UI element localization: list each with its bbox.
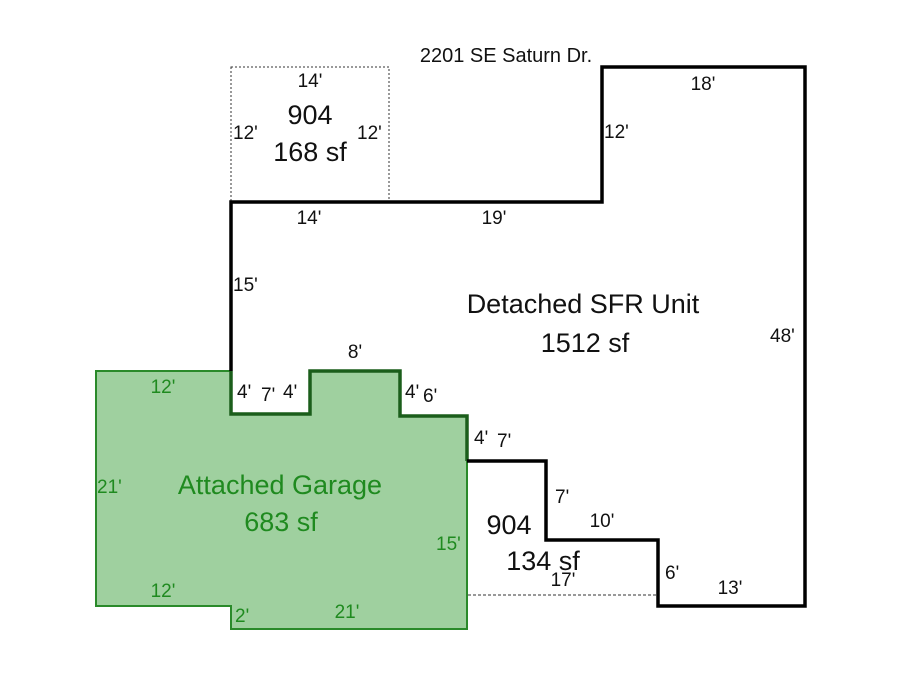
garage-name: Attached Garage	[178, 470, 382, 500]
dim-notch-top: 8'	[348, 342, 362, 363]
address-title: 2201 SE Saturn Dr.	[420, 45, 592, 67]
lower-904-area-outline	[466, 461, 658, 596]
dim-garage-jog: 2'	[235, 606, 249, 627]
dim-lower-box-bottom: 17'	[551, 570, 576, 591]
dim-main-left: 15'	[233, 275, 258, 296]
dim-notch-left-rise: 4'	[283, 382, 297, 403]
dim-upper-box-right: 12'	[357, 123, 382, 144]
upper-904-code: 904	[287, 100, 332, 130]
main-unit-area: 1512 sf	[541, 328, 630, 358]
dim-step-b-width: 10'	[590, 511, 615, 532]
dim-garage-bottom: 21'	[335, 602, 360, 623]
dim-upper-box-left: 12'	[233, 123, 258, 144]
dim-step-a-width: 7'	[497, 431, 511, 452]
dim-garage-top: 12'	[151, 377, 176, 398]
dim-main-right: 48'	[770, 326, 795, 347]
dim-garage-bottom-left: 12'	[151, 581, 176, 602]
garage-shared-wall	[229, 369, 469, 461]
dim-main-top-mid: 19'	[482, 208, 507, 229]
garage-area: 683 sf	[244, 507, 318, 537]
dim-notch-left-drop: 4'	[237, 382, 251, 403]
dim-step-b-drop: 6'	[665, 563, 679, 584]
dim-main-bottom-right: 13'	[718, 578, 743, 599]
dim-step-a-drop: 7'	[555, 487, 569, 508]
upper-904-area: 168 sf	[273, 137, 347, 167]
dim-notch-right-drop: 4'	[405, 382, 419, 403]
lower-904-code: 904	[486, 510, 531, 540]
main-unit-outline	[229, 65, 807, 608]
dim-notch-right-width: 6'	[423, 386, 437, 407]
dim-garage-left: 21'	[97, 477, 122, 498]
dim-notch-left-width: 7'	[261, 385, 275, 406]
dim-garage-right: 15'	[436, 534, 461, 555]
dim-main-top-right: 18'	[691, 74, 716, 95]
dim-main-top-left: 14'	[297, 208, 322, 229]
lower-904-area: 134 sf	[506, 546, 580, 576]
main-unit-name: Detached SFR Unit	[467, 289, 700, 319]
dim-garage-right-upper: 4'	[474, 428, 488, 449]
dim-upper-box-top: 14'	[298, 71, 323, 92]
dim-main-step-up: 12'	[604, 122, 629, 143]
